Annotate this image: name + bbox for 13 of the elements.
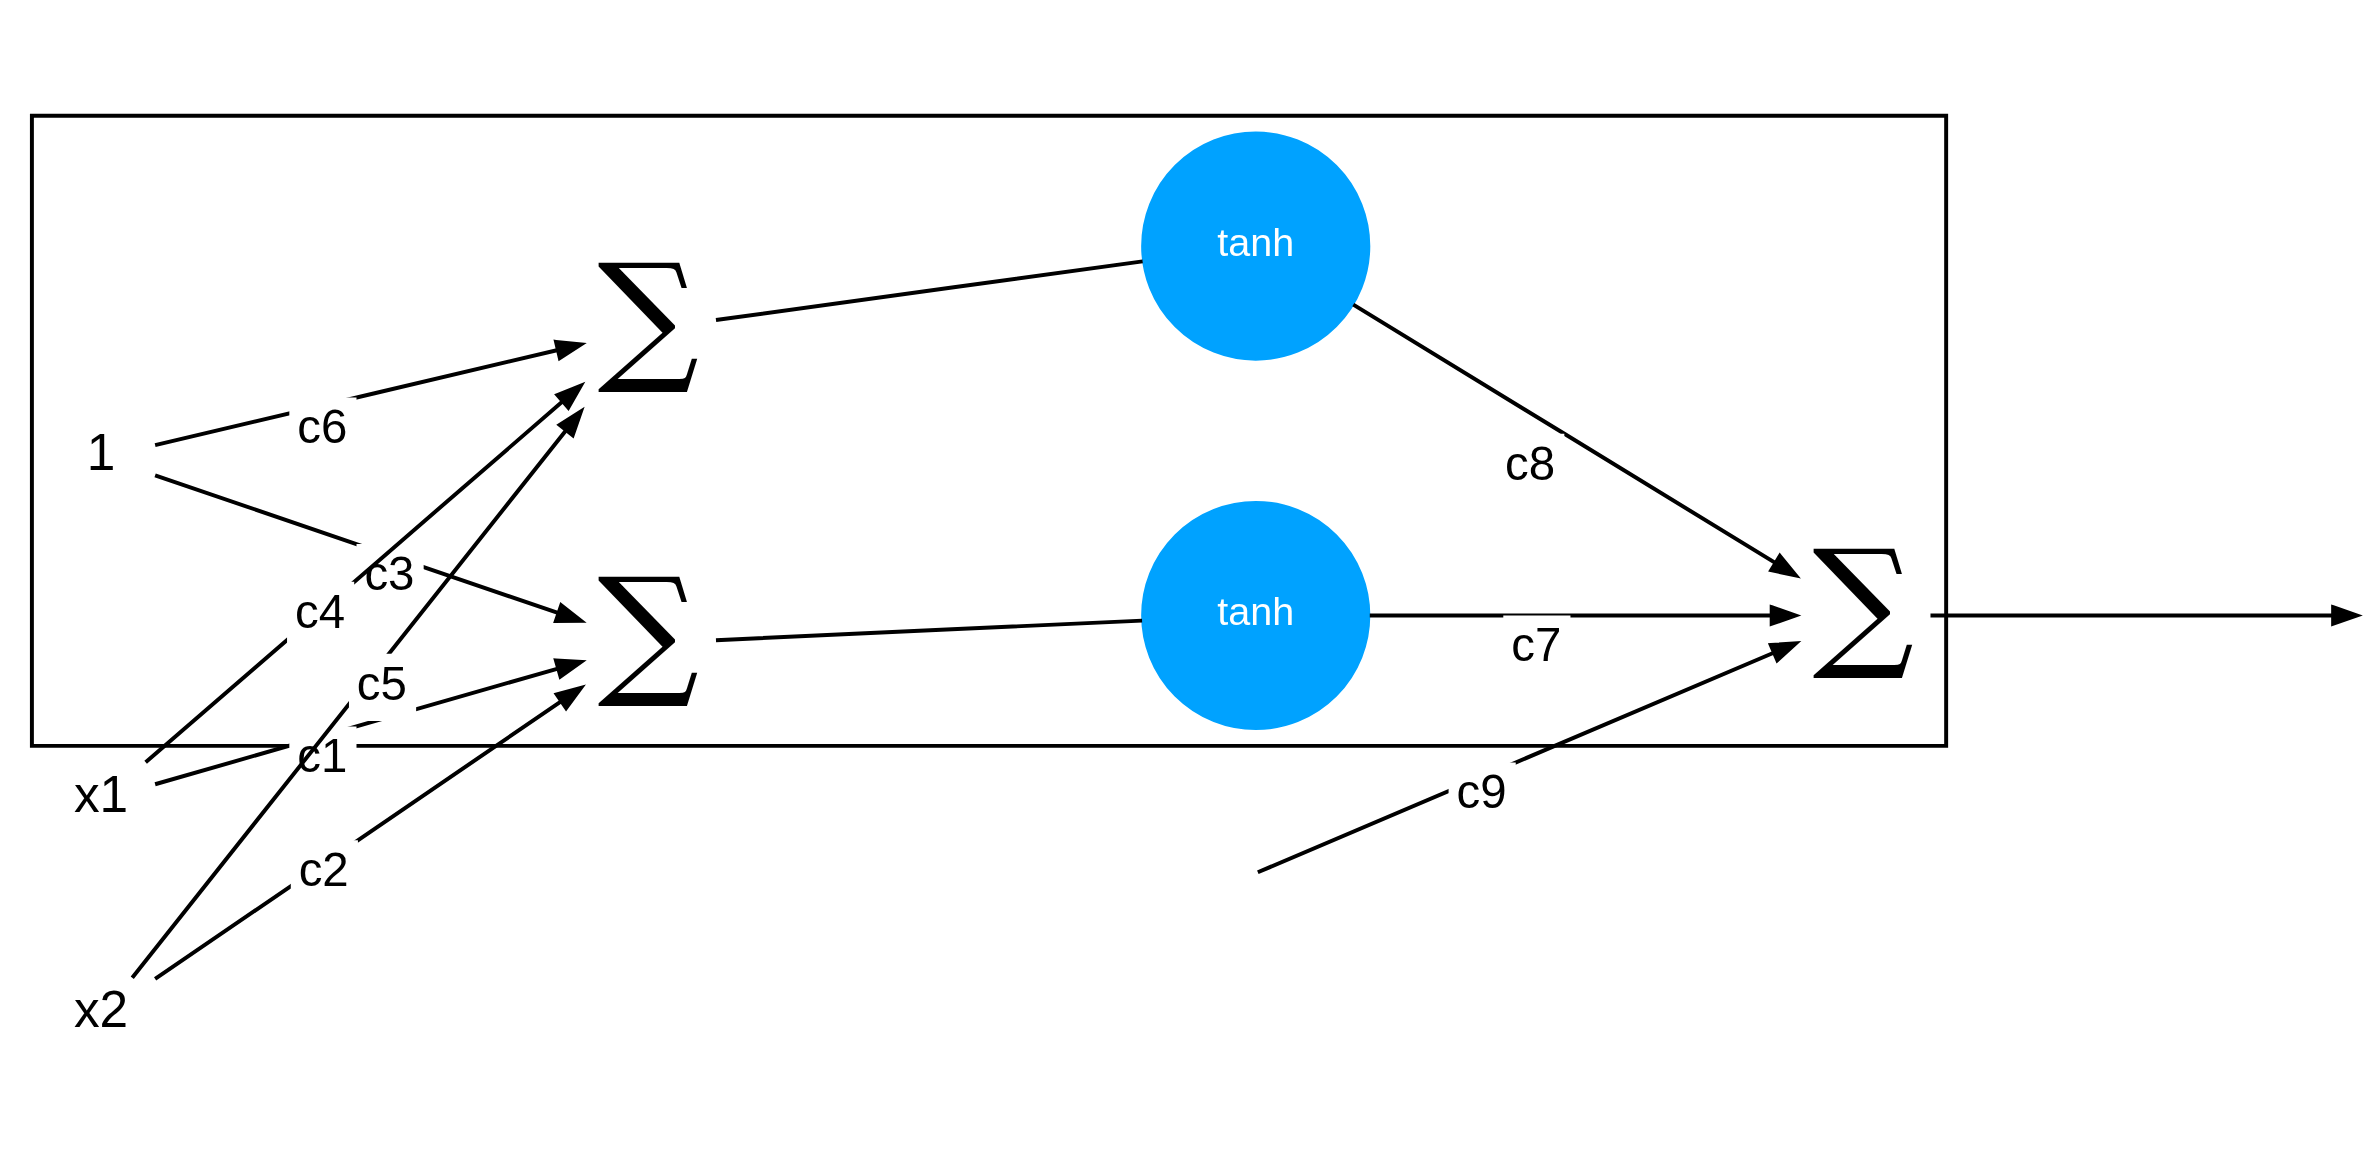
node-text: x1 bbox=[73, 765, 129, 823]
edge-label: c2 bbox=[298, 843, 349, 897]
edge-label: c8 bbox=[1505, 436, 1556, 490]
node-text: 1 bbox=[86, 423, 116, 481]
edge-label: c7 bbox=[1511, 618, 1562, 672]
edge-label: c6 bbox=[297, 400, 348, 454]
node-text: ∑ bbox=[1812, 519, 1914, 686]
edge-label: c9 bbox=[1456, 765, 1507, 819]
edge-label: c5 bbox=[356, 656, 407, 710]
node-text: ∑ bbox=[597, 232, 700, 399]
edge-label: c4 bbox=[294, 584, 346, 638]
node-text: ∑ bbox=[597, 546, 700, 713]
node-text: x2 bbox=[73, 981, 129, 1038]
